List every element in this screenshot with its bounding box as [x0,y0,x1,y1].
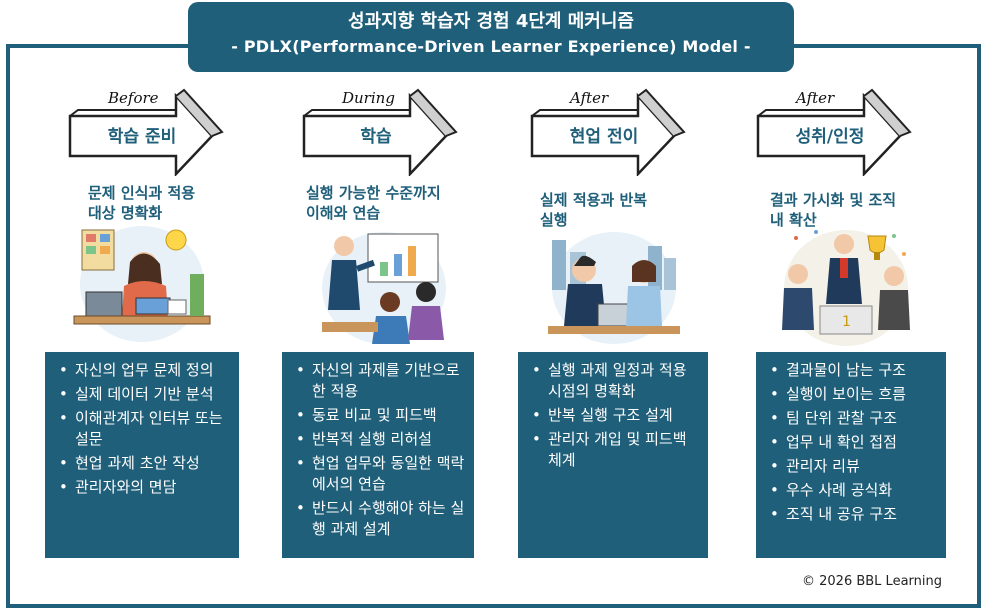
phase-label: Before [108,89,159,107]
stage-2-panel: 자신의 과제를 기반으로 한 적용 동료 비교 및 피드백 반복적 실행 리허설… [282,352,474,558]
phase-label: During [342,89,395,107]
copyright-text: © 2026 BBL Learning [802,574,942,589]
goal-line: 실행 가능한 수준까지 [306,184,441,202]
list-item: 우수 사례 공식화 [764,480,938,501]
list-item: 관리자 리뷰 [764,456,938,477]
list-item: 반복 실행 구조 설계 [526,405,700,426]
list-item: 자신의 과제를 기반으로 한 적용 [290,360,466,402]
goal-line: 결과 가시화 및 조직 [770,191,897,209]
arrow-shape-icon [302,88,458,176]
stage-2-list: 자신의 과제를 기반으로 한 적용 동료 비교 및 피드백 반복적 실행 리허설… [290,360,466,540]
list-item: 현업 업무와 동일한 맥락에서의 연습 [290,453,466,495]
stage-2-goal: 실행 가능한 수준까지 이해와 연습 [306,183,441,223]
stage-4-arrow: After 성취/인정 [754,86,924,176]
goal-line: 대상 명확화 [88,204,163,222]
list-item: 실행이 보이는 흐름 [764,384,938,405]
list-item: 조직 내 공유 구조 [764,504,938,525]
stage-3-list: 실행 과제 일정과 적용 시점의 명확화 반복 실행 구조 설계 관리자 개입 … [526,360,700,471]
list-item: 반복적 실행 리허설 [290,429,466,450]
list-item: 실행 과제 일정과 적용 시점의 명확화 [526,360,700,402]
goal-line: 이해와 연습 [306,204,381,222]
arrow-shape-icon [68,88,224,176]
stage-1-list: 자신의 업무 문제 정의 실제 데이터 기반 분석 이해관계자 인터뷰 또는 설… [53,360,231,498]
stage-3-goal: 실제 적용과 반복 실행 [540,190,647,230]
arrow-shape-icon [756,88,912,176]
arrow-shape-icon [530,88,686,176]
stage-4-goal: 결과 가시화 및 조직 내 확산 [770,190,896,230]
stage-1-arrow: Before 학습 준비 [66,86,236,176]
list-item: 동료 비교 및 피드백 [290,405,466,426]
list-item: 관리자와의 면담 [53,477,231,498]
svg-text:1: 1 [842,314,851,330]
goal-line: 실행 [540,211,568,229]
stage-title: 학습 준비 [107,127,177,147]
goal-line: 실제 적용과 반복 [540,191,648,209]
presentation-illustration-icon [322,232,446,344]
stage-title: 성취/인정 [795,127,865,147]
stage-1-panel: 자신의 업무 문제 정의 실제 데이터 기반 분석 이해관계자 인터뷰 또는 설… [45,352,239,558]
stage-3-panel: 실행 과제 일정과 적용 시점의 명확화 반복 실행 구조 설계 관리자 개입 … [518,352,708,558]
list-item: 팀 단위 관찰 구조 [764,408,938,429]
office-work-illustration-icon [548,232,680,344]
stage-title: 현업 전이 [569,127,639,147]
study-desk-illustration-icon [73,226,211,342]
title-banner: 성과지향 학습자 경험 4단계 메커니즘 - PDLX(Performance-… [188,2,794,72]
phase-label: After [796,89,835,107]
stage-title: 학습 [360,127,392,147]
goal-line: 문제 인식과 적용 [88,184,196,202]
title-korean: 성과지향 학습자 경험 4단계 메커니즘 [348,11,634,32]
list-item: 반드시 수행해야 하는 실행 과제 설계 [290,498,466,540]
stage-4-panel: 결과물이 남는 구조 실행이 보이는 흐름 팀 단위 관찰 구조 업무 내 확인… [756,352,946,558]
phase-label: After [570,89,609,107]
goal-line: 내 확산 [770,211,817,229]
list-item: 결과물이 남는 구조 [764,360,938,381]
title-english: - PDLX(Performance-Driven Learner Experi… [231,37,751,56]
award-podium-illustration-icon: 1 [782,230,910,346]
list-item: 관리자 개입 및 피드백 체계 [526,429,700,471]
list-item: 이해관계자 인터뷰 또는 설문 [53,408,231,450]
stage-3-arrow: After 현업 전이 [528,86,698,176]
stage-1-goal: 문제 인식과 적용 대상 명확화 [88,183,195,223]
list-item: 실제 데이터 기반 분석 [53,384,231,405]
list-item: 현업 과제 초안 작성 [53,453,231,474]
stage-2-arrow: During 학습 [300,86,470,176]
list-item: 자신의 업무 문제 정의 [53,360,231,381]
list-item: 업무 내 확인 접점 [764,432,938,453]
stage-4-list: 결과물이 남는 구조 실행이 보이는 흐름 팀 단위 관찰 구조 업무 내 확인… [764,360,938,525]
